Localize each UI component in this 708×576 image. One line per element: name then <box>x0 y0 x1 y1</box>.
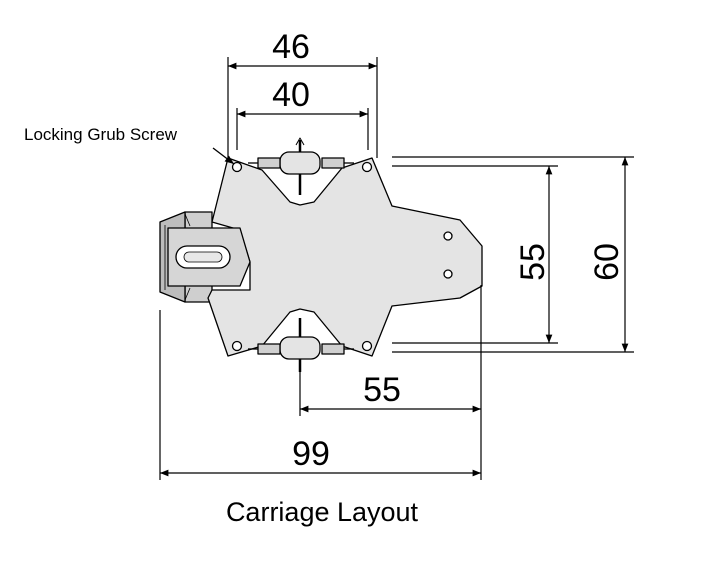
dimension-body-height <box>392 156 634 353</box>
screw-holes <box>231 161 453 352</box>
dimension-outer-width-label: 46 <box>272 28 310 66</box>
screw-hole-icon <box>231 340 243 352</box>
screw-hole-icon <box>443 231 453 241</box>
dimension-inner-width-label: 40 <box>272 76 310 114</box>
dimension-wheel-offset <box>299 285 482 416</box>
dimension-overall-length <box>159 310 482 480</box>
diagram-caption: Carriage Layout <box>226 497 419 527</box>
dimension-rail-span-label: 55 <box>514 243 552 281</box>
dimension-wheel-offset-label: 55 <box>363 371 401 409</box>
dimension-body-height-label: 60 <box>588 243 626 281</box>
carriage-body <box>207 157 483 357</box>
grub-screw-leader <box>212 147 235 165</box>
dimension-inner-width <box>236 108 369 150</box>
locking-grub-screw-icon <box>231 161 243 173</box>
screw-hole-icon <box>361 340 373 352</box>
dimension-rail-span <box>392 165 558 344</box>
screw-hole-icon <box>361 161 373 173</box>
dimension-outer-width <box>227 57 378 158</box>
top-wheel-assembly <box>248 137 354 195</box>
bottom-wheel-assembly <box>248 318 354 372</box>
screw-hole-icon <box>443 269 453 279</box>
carriage-drawing <box>159 137 483 372</box>
dimension-overall-length-label: 99 <box>292 435 330 473</box>
grub-screw-label: Locking Grub Screw <box>24 125 178 144</box>
